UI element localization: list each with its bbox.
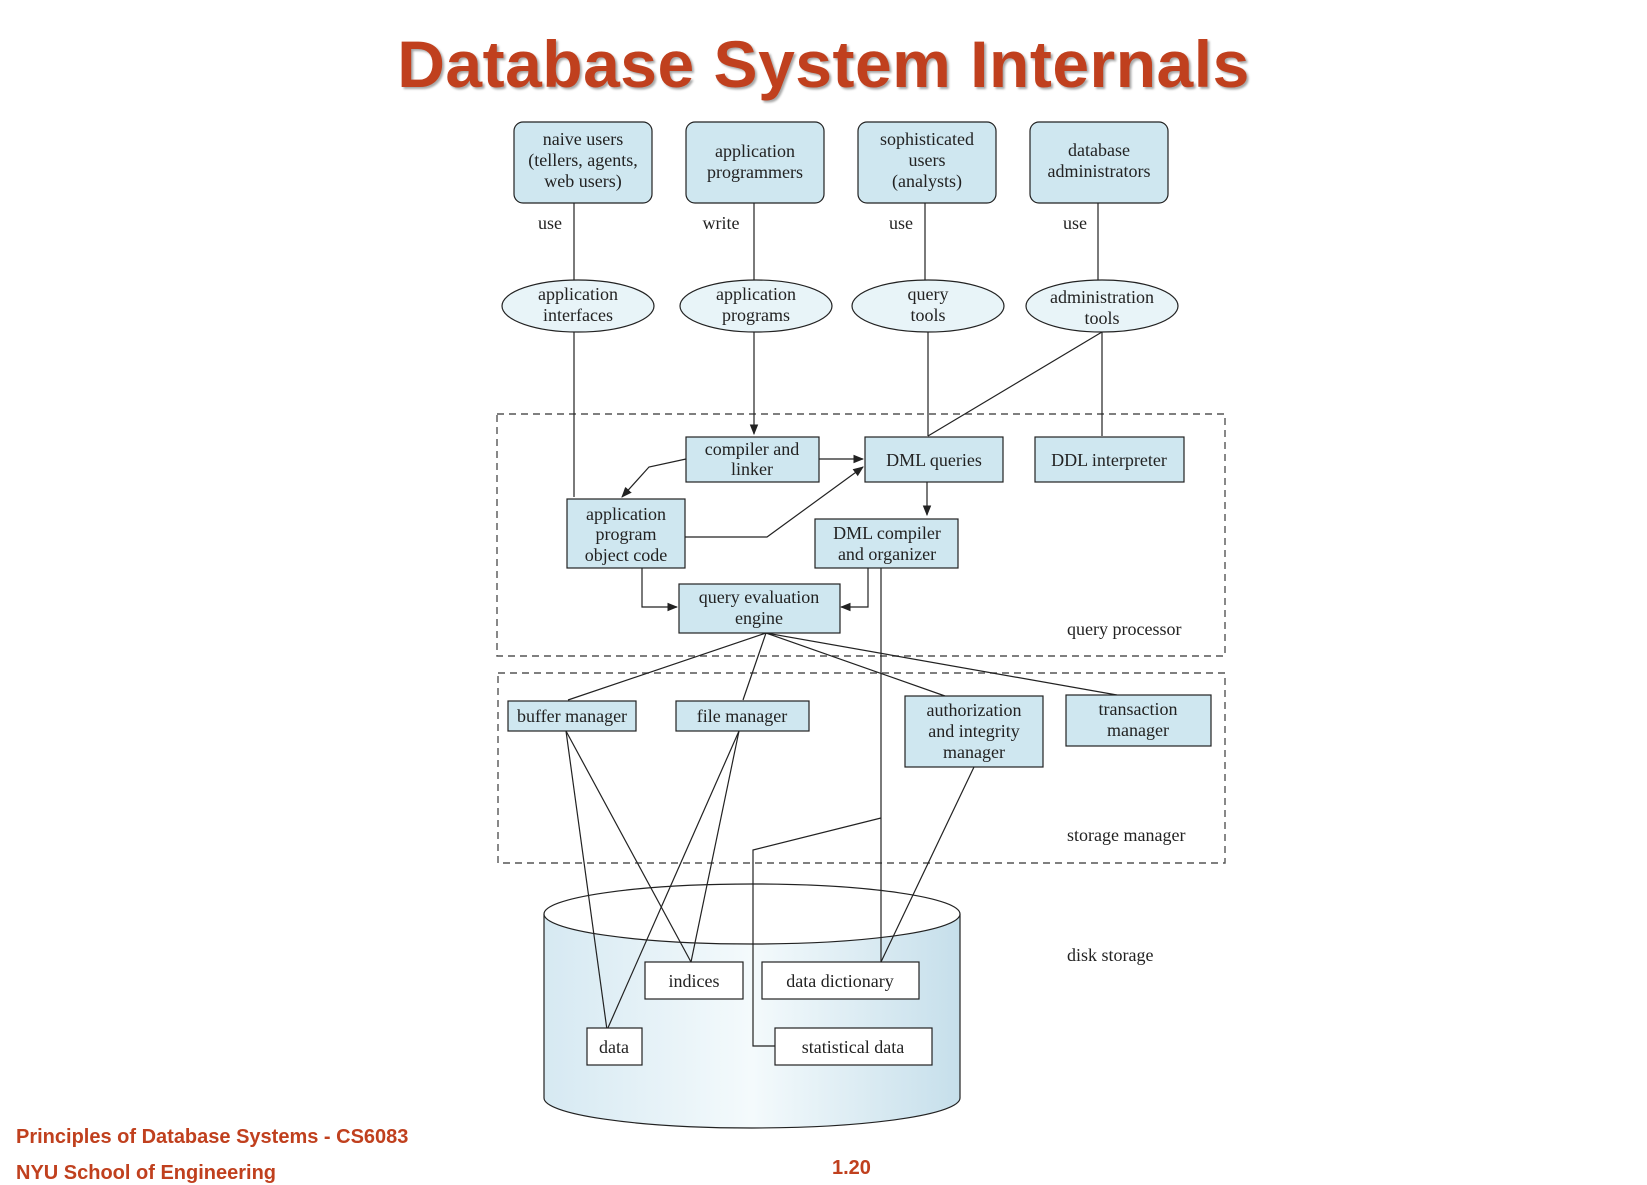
svg-text:DML compiler: DML compiler — [833, 523, 941, 543]
auth-integrity-manager-box: authorization and integrity manager — [904, 695, 1044, 768]
file-manager-box: file manager — [675, 700, 810, 732]
svg-text:administration: administration — [1050, 287, 1154, 307]
svg-text:tools: tools — [910, 305, 945, 325]
svg-text:and organizer: and organizer — [838, 544, 936, 564]
svg-text:users: users — [909, 150, 946, 170]
svg-text:linker: linker — [731, 459, 773, 479]
svg-text:transaction: transaction — [1099, 699, 1178, 719]
svg-text:file manager: file manager — [697, 706, 787, 726]
svg-text:query: query — [908, 284, 949, 304]
svg-text:statistical data: statistical data — [802, 1037, 904, 1057]
svg-text:naive users: naive users — [543, 129, 623, 149]
user-naive: naive users (tellers, agents, web users) — [513, 121, 653, 204]
svg-text:and integrity: and integrity — [928, 721, 1019, 741]
svg-text:data dictionary: data dictionary — [786, 971, 893, 991]
footer-course: Principles of Database Systems - CS6083 — [16, 1126, 409, 1148]
query-eval-engine-box: query evaluation engine — [678, 583, 841, 634]
svg-text:interfaces: interfaces — [543, 305, 613, 325]
svg-text:manager: manager — [1107, 720, 1169, 740]
svg-text:tools: tools — [1084, 308, 1119, 328]
transaction-manager-box: transaction manager — [1065, 694, 1212, 747]
svg-text:DML queries: DML queries — [886, 450, 982, 470]
svg-text:administrators: administrators — [1048, 161, 1151, 181]
app-object-code-box: application program object code — [566, 498, 686, 569]
svg-text:manager: manager — [943, 742, 1005, 762]
connectors — [565, 203, 1118, 1047]
query-processor-region — [496, 413, 1226, 657]
sophisticated-users-action: use — [889, 213, 913, 233]
svg-text:sophisticated: sophisticated — [880, 129, 974, 149]
svg-text:authorization: authorization — [927, 700, 1022, 720]
slide-number: 1.20 — [832, 1157, 871, 1179]
svg-text:application: application — [586, 504, 666, 524]
svg-text:web users): web users) — [544, 171, 621, 192]
user-sophisticated: sophisticated users (analysts) — [857, 121, 997, 204]
storage-manager-label: storage manager — [1067, 825, 1185, 845]
dba-action: use — [1063, 213, 1087, 233]
disk-storage-label: disk storage — [1067, 945, 1153, 965]
svg-text:DDL interpreter: DDL interpreter — [1051, 450, 1167, 470]
tool-app-interfaces: application interfaces — [501, 279, 655, 333]
dml-compiler-box: DML compiler and organizer — [814, 518, 959, 569]
compiler-linker-box: compiler and linker — [685, 436, 820, 483]
slide-title: Database System Internals — [397, 27, 1250, 101]
svg-text:application: application — [716, 284, 796, 304]
svg-text:programs: programs — [722, 305, 790, 325]
svg-text:object code: object code — [585, 545, 667, 565]
svg-text:(tellers, agents,: (tellers, agents, — [528, 150, 637, 171]
tool-admin-tools: administration tools — [1025, 279, 1179, 333]
svg-text:application: application — [715, 141, 795, 161]
svg-text:programmers: programmers — [707, 162, 803, 182]
dml-queries-box: DML queries — [864, 436, 1004, 483]
data-box: data — [586, 1027, 643, 1066]
indices-box: indices — [644, 961, 744, 1000]
data-dictionary-box: data dictionary — [761, 961, 920, 1000]
svg-text:(analysts): (analysts) — [892, 171, 962, 192]
svg-text:buffer manager: buffer manager — [517, 706, 627, 726]
disk-storage-cylinder — [543, 883, 961, 1129]
svg-text:program: program — [596, 524, 657, 544]
footer-school: NYU School of Engineering — [16, 1162, 277, 1184]
tool-app-programs: application programs — [679, 279, 833, 333]
svg-text:engine: engine — [735, 608, 783, 628]
naive-users-action: use — [538, 213, 562, 233]
buffer-manager-box: buffer manager — [507, 700, 637, 732]
user-programmers: application programmers — [685, 121, 825, 204]
ddl-interpreter-box: DDL interpreter — [1034, 436, 1185, 483]
tool-query-tools: query tools — [851, 279, 1005, 333]
svg-text:database: database — [1068, 140, 1130, 160]
storage-manager-region — [497, 672, 1226, 864]
svg-text:application: application — [538, 284, 618, 304]
svg-text:query evaluation: query evaluation — [699, 587, 819, 607]
programmers-action: write — [703, 213, 740, 233]
query-processor-label: query processor — [1067, 619, 1181, 639]
svg-text:compiler and: compiler and — [705, 439, 799, 459]
statistical-data-box: statistical data — [774, 1027, 933, 1066]
svg-text:data: data — [599, 1037, 629, 1057]
svg-text:indices: indices — [669, 971, 720, 991]
user-dba: database administrators — [1029, 121, 1169, 204]
